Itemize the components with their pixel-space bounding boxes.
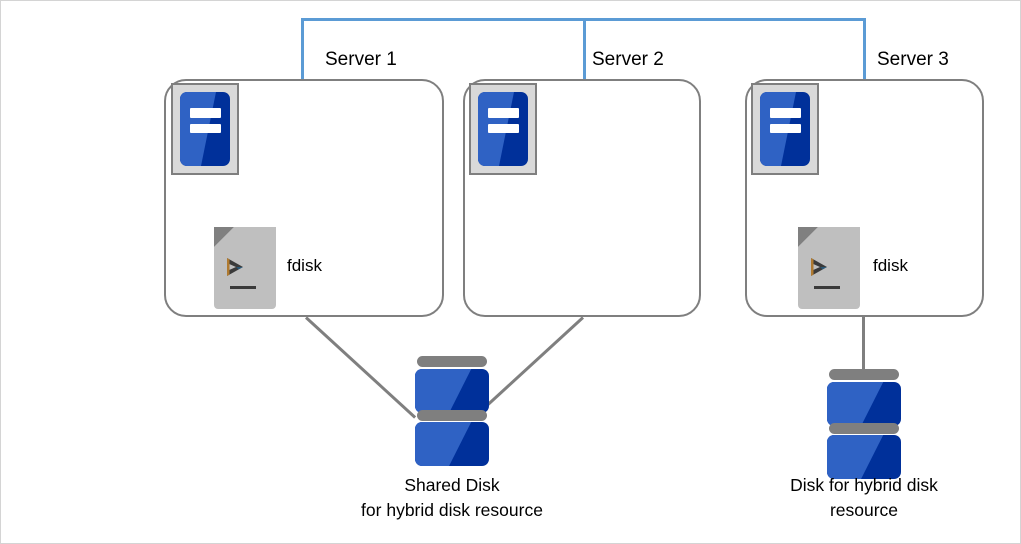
network-drop-server-1 (301, 18, 304, 80)
server-slot-2 (190, 123, 221, 134)
server-card (478, 92, 528, 166)
disk-stack-icon-hybrid[interactable] (827, 369, 901, 479)
server-card (180, 92, 230, 166)
doc-body (214, 227, 276, 309)
connector-server2-to-shared-disk (472, 316, 585, 419)
prompt-chevron-icon (225, 256, 245, 278)
prompt-chevron-icon (809, 256, 829, 278)
server-slot-2 (488, 123, 519, 134)
disk-separator-top (417, 356, 487, 367)
disk-caption-hybrid: Disk for hybrid disk resource (790, 475, 938, 520)
server-card (760, 92, 810, 166)
server-icon (171, 83, 239, 175)
disk-separator-mid (417, 410, 487, 421)
server-slot-2 (770, 123, 801, 134)
server-label-2: Server 2 (592, 49, 664, 70)
disk-platter-1 (827, 382, 901, 426)
server-icon (751, 83, 819, 175)
disk-platter-highlight (827, 382, 884, 426)
connector-server3-to-hybrid-disk (862, 317, 865, 369)
disk-separator-mid (829, 423, 899, 434)
server-slot-1 (190, 108, 221, 118)
disk-separator-top (829, 369, 899, 380)
connector-server1-to-shared-disk (304, 316, 417, 419)
disk-stack-icon-shared[interactable] (415, 356, 489, 466)
prompt-cursor-underscore (814, 286, 840, 289)
server-box-2[interactable] (463, 79, 701, 317)
disk-platter-highlight (415, 422, 472, 466)
server-icon (469, 83, 537, 175)
app-label-fdisk-server-1: fdisk (287, 256, 322, 275)
network-drop-server-2 (583, 18, 586, 80)
app-label-fdisk-server-3: fdisk (873, 256, 908, 275)
network-drop-server-3 (863, 18, 866, 80)
disk-platter-highlight (415, 369, 472, 413)
disk-platter-1 (415, 369, 489, 413)
disk-caption-shared: Shared Disk for hybrid disk resource (361, 475, 543, 520)
server-label-3: Server 3 (877, 49, 949, 70)
server-slot-1 (770, 108, 801, 118)
disk-platter-2 (415, 422, 489, 466)
terminal-document-icon (798, 227, 860, 309)
terminal-document-icon (214, 227, 276, 309)
disk-platter-2 (827, 435, 901, 479)
prompt-cursor-underscore (230, 286, 256, 289)
server-label-1: Server 1 (325, 49, 397, 70)
doc-body (798, 227, 860, 309)
server-slot-1 (488, 108, 519, 118)
